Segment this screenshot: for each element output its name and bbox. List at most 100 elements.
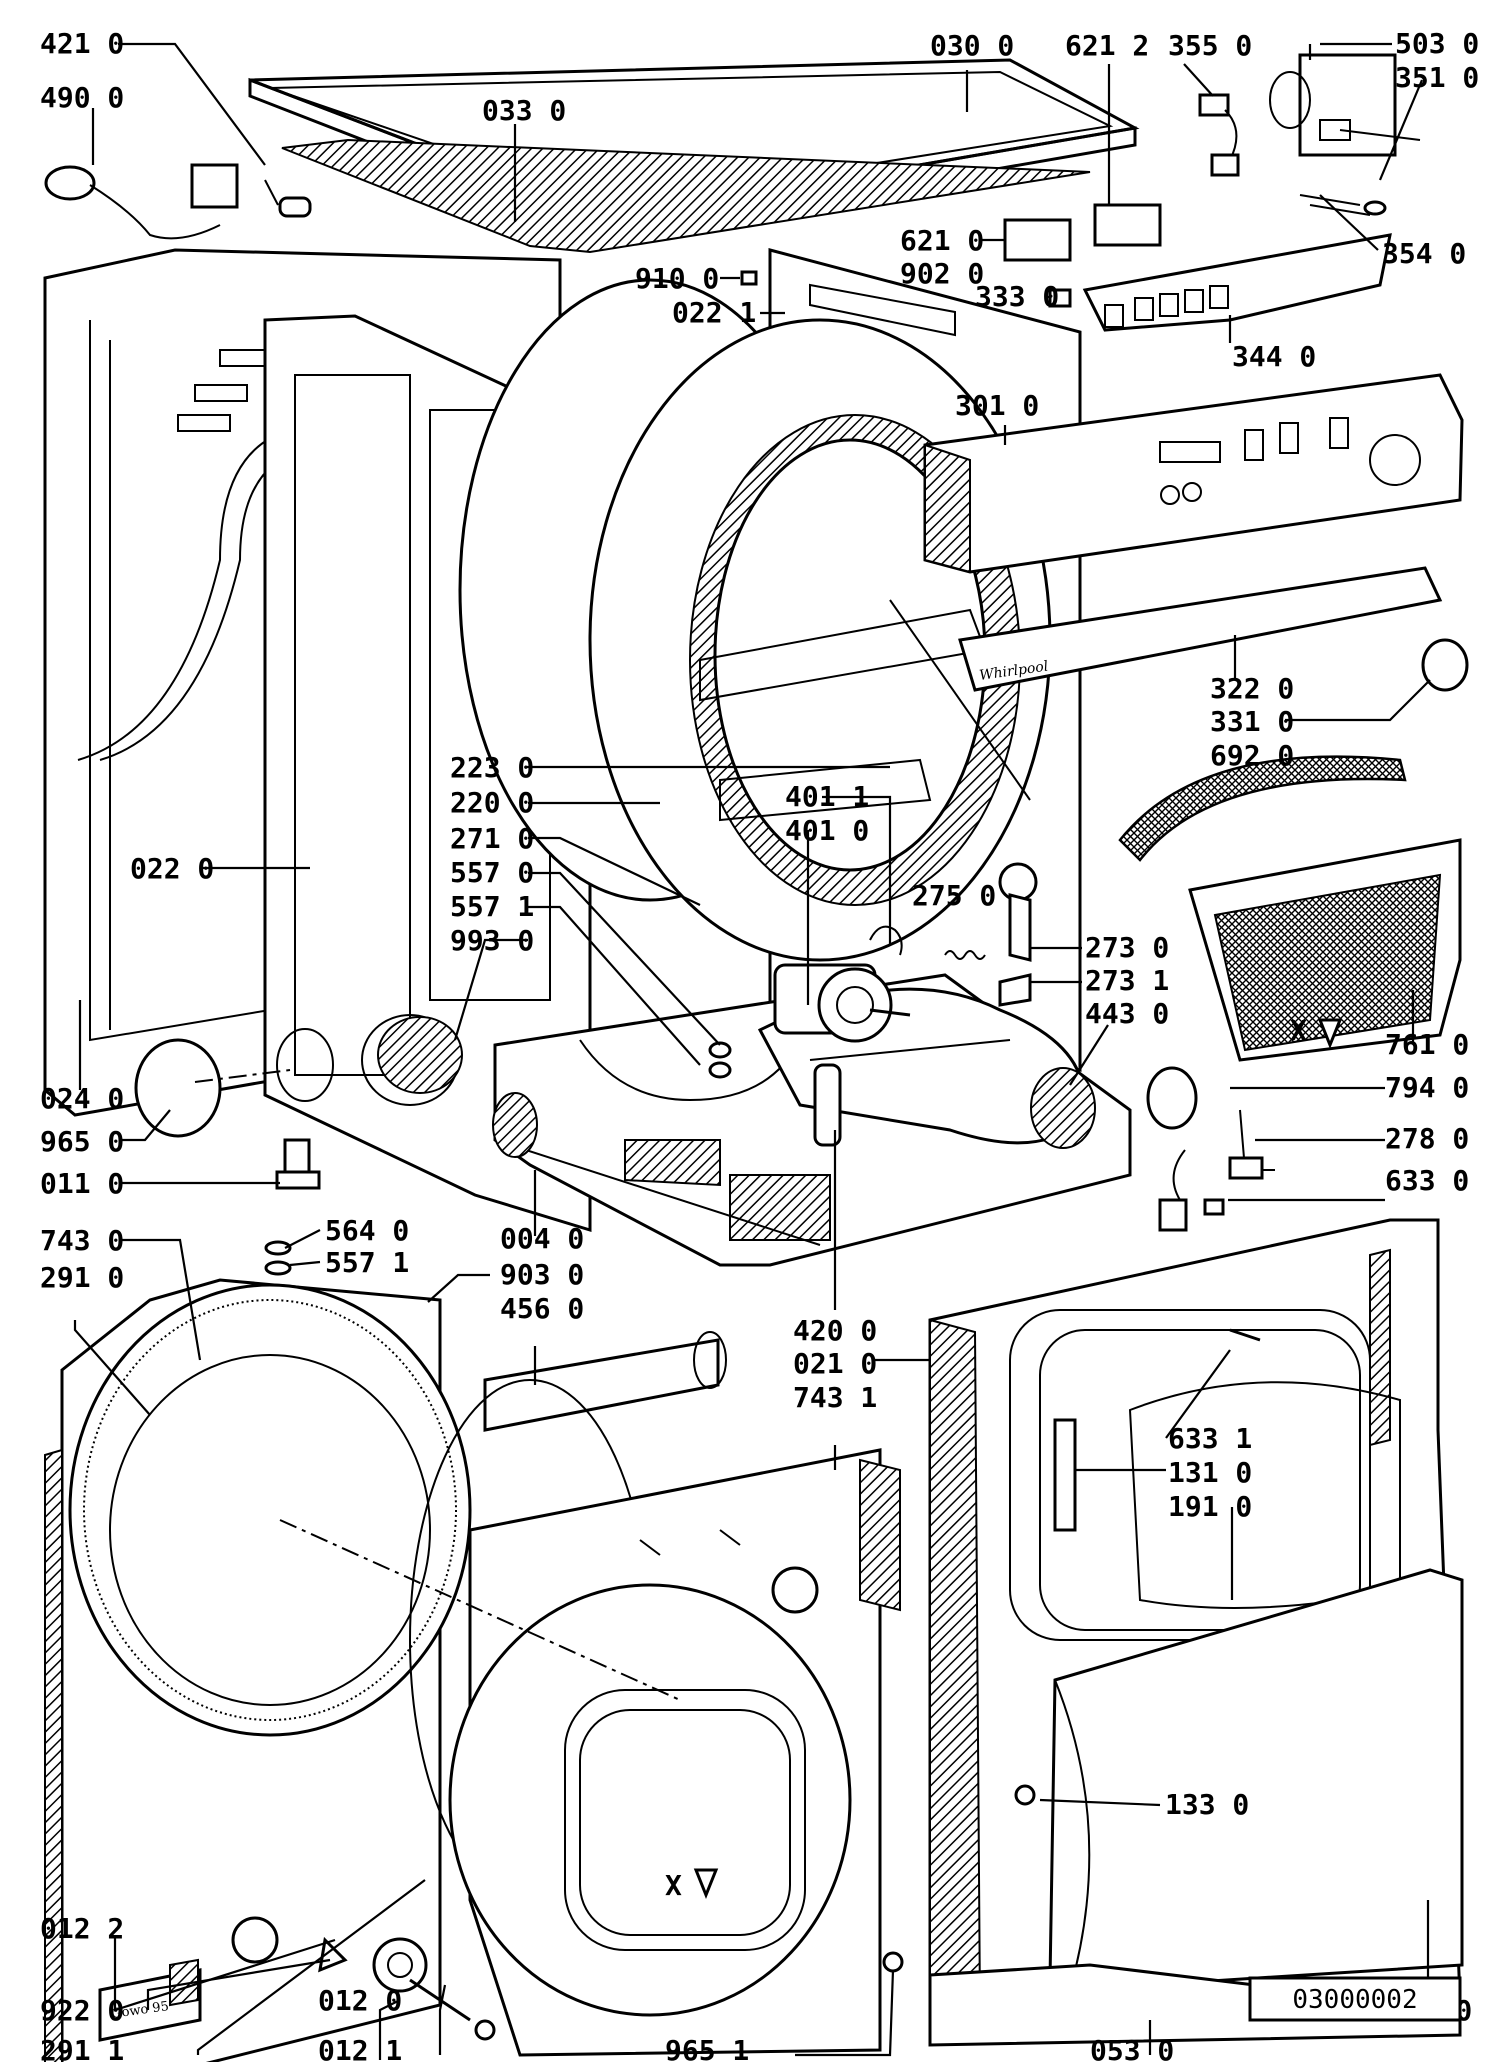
label-021-0: 021 0 <box>793 1347 877 1380</box>
label-012-1: 012 1 <box>318 2034 402 2062</box>
label-993-0: 993 0 <box>450 924 534 957</box>
label-564-0: 564 0 <box>325 1214 409 1247</box>
document-number-box: 03000002 <box>1248 1976 1462 2022</box>
label-004-0: 004 0 <box>500 1222 584 1255</box>
arrow-filter: X <box>1290 1014 1343 1050</box>
door-switch <box>1228 1109 1275 1180</box>
front-bulkhead <box>448 1448 901 2057</box>
switch-bracket <box>1082 233 1392 332</box>
label-022-1: 022 1 <box>672 296 756 329</box>
label-331-0: 331 0 <box>1210 705 1294 738</box>
label-503-0: 503 0 <box>1395 27 1479 60</box>
label-030-0: 030 0 <box>930 29 1014 62</box>
label-133-0: 133 0 <box>1165 1788 1249 1821</box>
label-633-1: 633 1 <box>1168 1422 1252 1455</box>
small-clip <box>740 270 758 286</box>
label-344-0: 344 0 <box>1232 340 1316 373</box>
label-761-0: 761 0 <box>1385 1028 1469 1061</box>
idler-pulley <box>998 862 1038 962</box>
label-333-0: 333 0 <box>975 280 1059 313</box>
label-351-0: 351 0 <box>1395 61 1479 94</box>
timer-unit <box>1269 53 1421 157</box>
label-273-0: 273 0 <box>1085 931 1169 964</box>
drum-roller <box>372 1937 496 2041</box>
arrow-rear <box>318 1936 348 1973</box>
filter-housing <box>1188 838 1462 1062</box>
motor-clip <box>869 925 903 956</box>
label-902-0: 902 0 <box>900 257 984 290</box>
heater-element <box>483 1331 727 1432</box>
label-743-0: 743 0 <box>40 1224 124 1257</box>
label-191-0: 191 0 <box>1168 1490 1252 1523</box>
label-910-0: 910 0 <box>635 262 719 295</box>
label-621-2: 621 2 <box>1065 29 1149 62</box>
label-490-0: 490 0 <box>40 81 124 114</box>
belt-spring <box>944 950 986 960</box>
noise-filter <box>44 163 239 240</box>
label-401-1: 401 1 <box>785 780 869 813</box>
arrow-mark-bearing: X <box>665 1869 682 1902</box>
door-switch-lever <box>1158 1149 1225 1232</box>
label-421-0: 421 0 <box>40 27 124 60</box>
adjustable-foot <box>275 1138 321 1190</box>
label-278-0: 278 0 <box>1385 1122 1469 1155</box>
label-692-0: 692 0 <box>1210 739 1294 772</box>
lint-filter <box>1118 755 1407 862</box>
label-131-0: 131 0 <box>1168 1456 1252 1489</box>
label-922-0: 922 0 <box>40 1994 124 2027</box>
label-223-0: 223 0 <box>450 751 534 784</box>
label-420-0: 420 0 <box>793 1314 877 1347</box>
capacitor <box>264 179 312 218</box>
bearing-small <box>708 1041 732 1079</box>
label-271-0: 271 0 <box>450 822 534 855</box>
idler-bracket <box>998 973 1032 1007</box>
label-053-0: 053 0 <box>1090 2034 1174 2062</box>
label-024-0: 024 0 <box>40 1082 124 1115</box>
label-275-0: 275 0 <box>912 879 996 912</box>
blank-plug <box>134 1038 222 1138</box>
leader-lines <box>73 42 1431 2060</box>
motor <box>773 963 911 1043</box>
bearing-washers <box>264 1240 292 1276</box>
small-plug <box>882 1951 904 1973</box>
label-743-1: 743 1 <box>793 1381 877 1414</box>
label-273-1: 273 1 <box>1085 964 1169 997</box>
label-011-0: 011 0 <box>40 1167 124 1200</box>
label-633-0: 633 0 <box>1385 1164 1469 1197</box>
label-322-0: 322 0 <box>1210 672 1294 705</box>
thermal-fuse <box>1198 93 1240 177</box>
duct-seal <box>377 1016 463 1094</box>
label-794-0: 794 0 <box>1385 1071 1469 1104</box>
label-291-1: 291 1 <box>40 2034 124 2062</box>
axis-lines <box>194 599 1031 1701</box>
motor-capacitor <box>813 1063 842 1147</box>
switch-block <box>1003 203 1162 262</box>
connector <box>1299 194 1387 216</box>
lid-gasket <box>281 138 1091 254</box>
label-022-0: 022 0 <box>130 852 214 885</box>
label-557-1b: 557 1 <box>325 1246 409 1279</box>
label-220-0: 220 0 <box>450 786 534 819</box>
label-355-0: 355 0 <box>1168 29 1252 62</box>
control-panel <box>923 373 1464 574</box>
label-443-0: 443 0 <box>1085 997 1169 1030</box>
label-456-0: 456 0 <box>500 1292 584 1325</box>
label-621-0: 621 0 <box>900 224 984 257</box>
label-301-0: 301 0 <box>955 389 1039 422</box>
control-knob <box>1421 638 1469 692</box>
arrow-bearing: X <box>665 1868 719 1902</box>
label-401-0: 401 0 <box>785 814 869 847</box>
label-354-0: 354 0 <box>1382 237 1466 270</box>
label-012-2: 012 2 <box>40 1912 124 1945</box>
door-catch <box>1014 1784 1036 1806</box>
arrow-mark-filter: X <box>1290 1014 1307 1047</box>
door <box>1048 1568 1464 1992</box>
rear-panel: Gowo 95 <box>44 1278 472 2062</box>
label-012-0: 012 0 <box>318 1984 402 2017</box>
plinth <box>928 1963 1462 2047</box>
label-903-0: 903 0 <box>500 1258 584 1291</box>
document-number: 03000002 <box>1292 1985 1417 2015</box>
label-557-0: 557 0 <box>450 856 534 889</box>
label-965-0: 965 0 <box>40 1125 124 1158</box>
